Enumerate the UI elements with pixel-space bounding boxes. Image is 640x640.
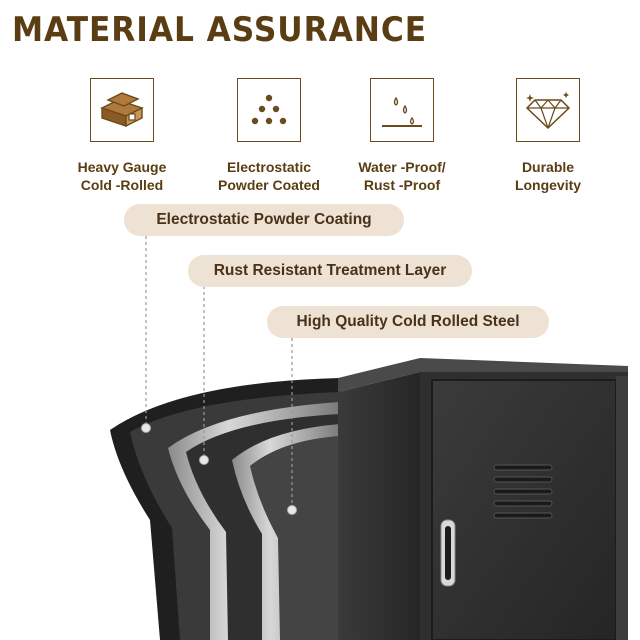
feature-icon-box (237, 78, 301, 142)
feature-line2: Cold -Rolled (80, 177, 164, 193)
leader-dot-2 (199, 455, 209, 465)
powder-dots-icon (251, 94, 287, 125)
steel-bars-icon (100, 92, 144, 128)
cutaway-layers (110, 378, 340, 640)
feature-line1: Durable (521, 159, 575, 175)
page-title: MATERIAL ASSURANCE (12, 10, 427, 50)
door-vents (493, 464, 553, 519)
feature-heavy-gauge: Heavy Gauge Cold -Rolled (57, 78, 187, 194)
water-drops-icon (382, 96, 422, 127)
layer-label-powder-coating: Electrostatic Powder Coating (124, 204, 404, 236)
layer-label-rust-resistant: Rust Resistant Treatment Layer (188, 255, 472, 287)
locker-door (431, 379, 617, 640)
feature-icon-box (516, 78, 580, 142)
feature-icon-box (90, 78, 154, 142)
cabinet-body (338, 358, 628, 640)
door-handle (440, 519, 456, 587)
feature-line2: Rust -Proof (363, 177, 441, 193)
feature-water-proof: Water -Proof/ Rust -Proof (337, 78, 467, 194)
leader-dot-3 (287, 505, 297, 515)
leader-dot-1 (141, 423, 151, 433)
feature-powder-coated: Electrostatic Powder Coated (204, 78, 334, 194)
leader-lines (145, 236, 293, 508)
feature-durable: Durable Longevity (483, 78, 613, 194)
feature-icon-box (370, 78, 434, 142)
feature-line2: Longevity (514, 177, 582, 193)
feature-line1: Heavy Gauge (77, 159, 167, 175)
feature-line2: Powder Coated (218, 177, 320, 193)
feature-line1: Electrostatic (226, 159, 312, 175)
feature-line1: Water -Proof/ (358, 159, 446, 175)
diamond-icon (525, 92, 571, 130)
layer-label-cold-rolled-steel: High Quality Cold Rolled Steel (267, 306, 549, 338)
